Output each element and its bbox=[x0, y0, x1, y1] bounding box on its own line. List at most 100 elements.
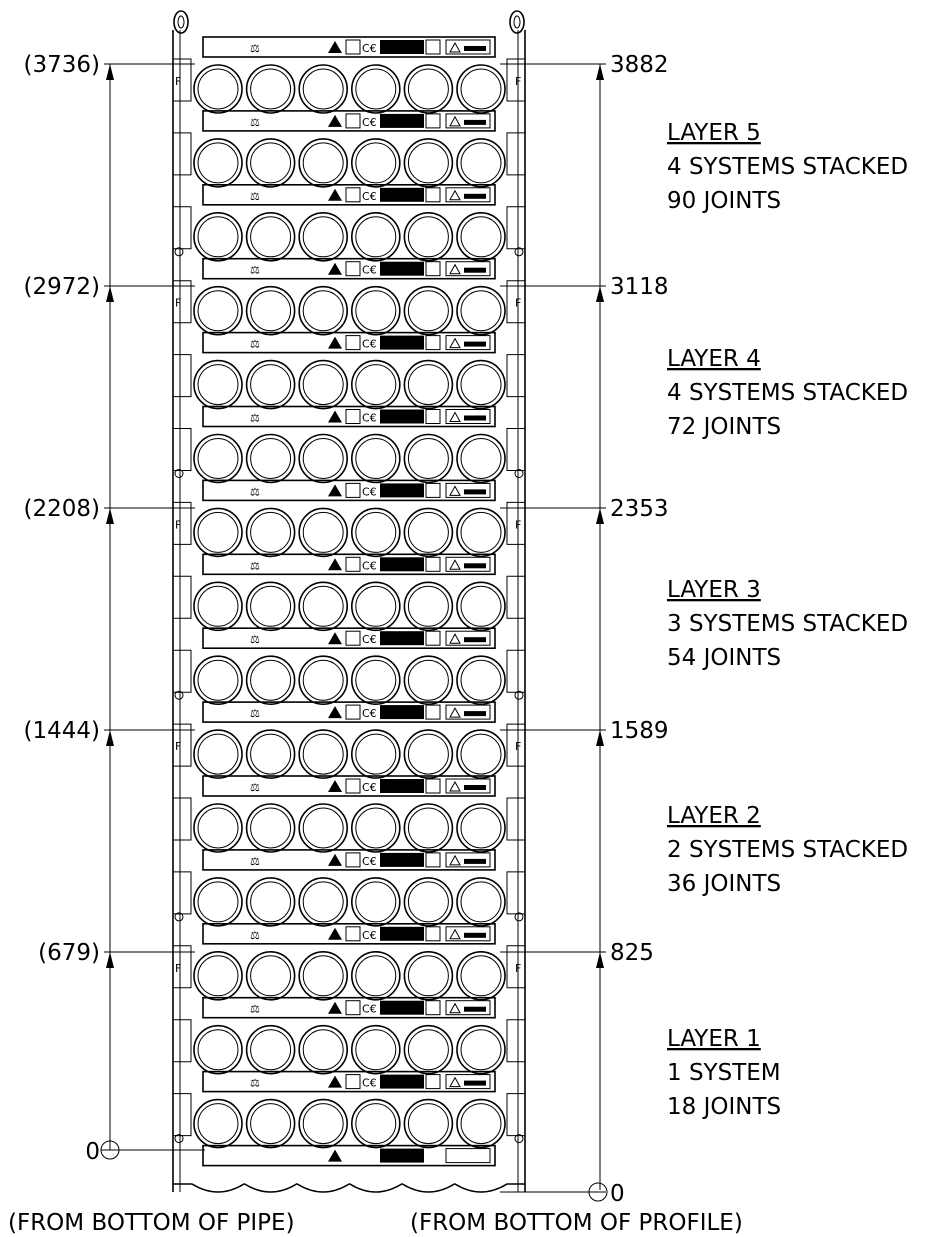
pipe-joint-bore bbox=[355, 585, 397, 627]
pipe-joint bbox=[245, 507, 296, 558]
label-triangle-icon bbox=[449, 337, 461, 349]
pipe-joint-bore bbox=[355, 807, 397, 849]
label-plate-icon bbox=[445, 778, 491, 794]
pipe-joint bbox=[245, 212, 296, 262]
pipe-joint bbox=[456, 138, 506, 188]
pipe-joint-bore bbox=[460, 290, 502, 332]
right-dim-zero: 0 bbox=[610, 1181, 625, 1207]
label-text-icon bbox=[464, 46, 486, 51]
side-bracket-right bbox=[506, 132, 525, 176]
pipe-joint bbox=[456, 581, 506, 632]
side-label-right: F bbox=[515, 740, 521, 753]
box-mark-icon bbox=[425, 1000, 441, 1016]
pipe-joint-bore bbox=[197, 216, 239, 258]
separator-board bbox=[202, 849, 496, 871]
barcode-icon bbox=[380, 1000, 424, 1015]
left-arrow-icon bbox=[106, 64, 114, 80]
pipe-joint-bore bbox=[355, 68, 397, 110]
ce-mark-icon: C€ bbox=[362, 1003, 377, 1016]
pipe-joint bbox=[403, 803, 454, 853]
pin-left-icon bbox=[174, 912, 184, 922]
side-label-left: F bbox=[175, 740, 181, 753]
pipe-joint bbox=[350, 285, 401, 336]
pipe-joint bbox=[245, 950, 296, 1001]
pipe-joint bbox=[298, 655, 349, 706]
pipe-joint-bore bbox=[302, 881, 344, 923]
pipe-joint-bore bbox=[355, 1103, 397, 1145]
box-mark-icon bbox=[425, 778, 441, 794]
pipe-joint bbox=[298, 212, 349, 262]
layer-2-title: LAYER 2 bbox=[667, 803, 761, 829]
pipe-joint bbox=[350, 581, 401, 632]
pipe-joint-bore bbox=[355, 216, 397, 258]
pipe-joint-bore bbox=[460, 881, 502, 923]
pipe-joint-bore bbox=[250, 216, 292, 258]
side-bracket-right bbox=[506, 575, 525, 619]
left-dim-layer2: (1444) bbox=[24, 718, 100, 744]
pipe-joint bbox=[403, 950, 454, 1001]
square-mark-icon bbox=[345, 261, 361, 277]
right-dim-layer1: 825 bbox=[610, 940, 654, 966]
pipe-joint bbox=[245, 285, 296, 336]
pipe-joint-bore bbox=[302, 659, 344, 701]
right-dimension-labels: 3882 3118 2353 1589 825 0 bbox=[610, 52, 669, 1207]
pipe-joint-bore bbox=[250, 438, 292, 479]
warning-triangle-icon bbox=[328, 336, 342, 349]
pipe-joint-bore bbox=[302, 364, 344, 406]
ce-mark-icon: C€ bbox=[362, 781, 377, 794]
left-dimension-labels: (3736) (2972) (2208) (1444) (679) 0 bbox=[24, 52, 100, 1165]
layer-1-systems: 1 SYSTEM bbox=[667, 1060, 781, 1086]
pipe-joint bbox=[403, 64, 454, 114]
pipe-joint-bore bbox=[407, 585, 449, 627]
pipe-joint-bore bbox=[355, 881, 397, 923]
pipe-joint bbox=[350, 877, 401, 927]
side-label-left: F bbox=[175, 518, 181, 531]
board-marking-icon: ⚖ bbox=[250, 781, 260, 794]
board-marking-icon: ⚖ bbox=[250, 338, 260, 351]
pipe-joint bbox=[193, 433, 243, 484]
pipe-joint bbox=[350, 803, 401, 853]
pipe-joint-bore bbox=[302, 438, 344, 479]
warning-triangle-icon bbox=[328, 41, 342, 53]
board-marking-icon: ⚖ bbox=[250, 485, 260, 498]
pin-left-icon bbox=[174, 690, 184, 700]
pipe-joint bbox=[403, 581, 454, 632]
pipe-joint-bore bbox=[302, 807, 344, 849]
barcode-icon bbox=[380, 409, 424, 424]
pipe-joint bbox=[193, 507, 243, 558]
pipe-joint bbox=[245, 581, 296, 632]
pipe-joint bbox=[456, 433, 506, 484]
pipe-joint-bore bbox=[407, 807, 449, 849]
warning-triangle-icon bbox=[328, 853, 342, 866]
pipe-joint bbox=[403, 212, 454, 262]
warning-triangle-icon bbox=[328, 1001, 342, 1014]
layer-notes: LAYER 5 4 SYSTEMS STACKED 90 JOINTS LAYE… bbox=[667, 120, 908, 1120]
pipe-joint-bore bbox=[250, 511, 292, 553]
side-bracket-right bbox=[506, 871, 525, 915]
pipe-joint-bore bbox=[197, 290, 239, 332]
warning-triangle-icon bbox=[328, 558, 342, 571]
layer-5-note: LAYER 5 4 SYSTEMS STACKED 90 JOINTS bbox=[667, 120, 908, 214]
board-marking-icon: ⚖ bbox=[250, 855, 260, 868]
label-text-icon bbox=[464, 193, 486, 199]
lifting-eye-right-icon bbox=[509, 10, 525, 34]
board-marking-icon: ⚖ bbox=[250, 42, 260, 55]
square-mark-icon bbox=[345, 1074, 361, 1090]
pipe-joint bbox=[350, 950, 401, 1001]
label-plate-icon bbox=[445, 482, 491, 498]
label-text-icon bbox=[464, 932, 486, 938]
pipe-joint bbox=[245, 655, 296, 706]
pipe-joint-bore bbox=[460, 1103, 502, 1145]
pipe-joint-bore bbox=[302, 733, 344, 775]
pipe-joint bbox=[350, 507, 401, 558]
pipe-joint bbox=[350, 64, 401, 114]
right-dim-layer2: 1589 bbox=[610, 718, 669, 744]
pipe-joint-bore bbox=[355, 733, 397, 775]
pipe-joint-bore bbox=[250, 955, 292, 997]
label-text-icon bbox=[464, 1006, 486, 1012]
pipe-joint bbox=[298, 64, 349, 114]
separator-board bbox=[202, 36, 496, 58]
pipe-joint bbox=[403, 507, 454, 558]
pipe-joint-bore bbox=[407, 290, 449, 332]
ce-mark-icon: C€ bbox=[362, 412, 377, 425]
